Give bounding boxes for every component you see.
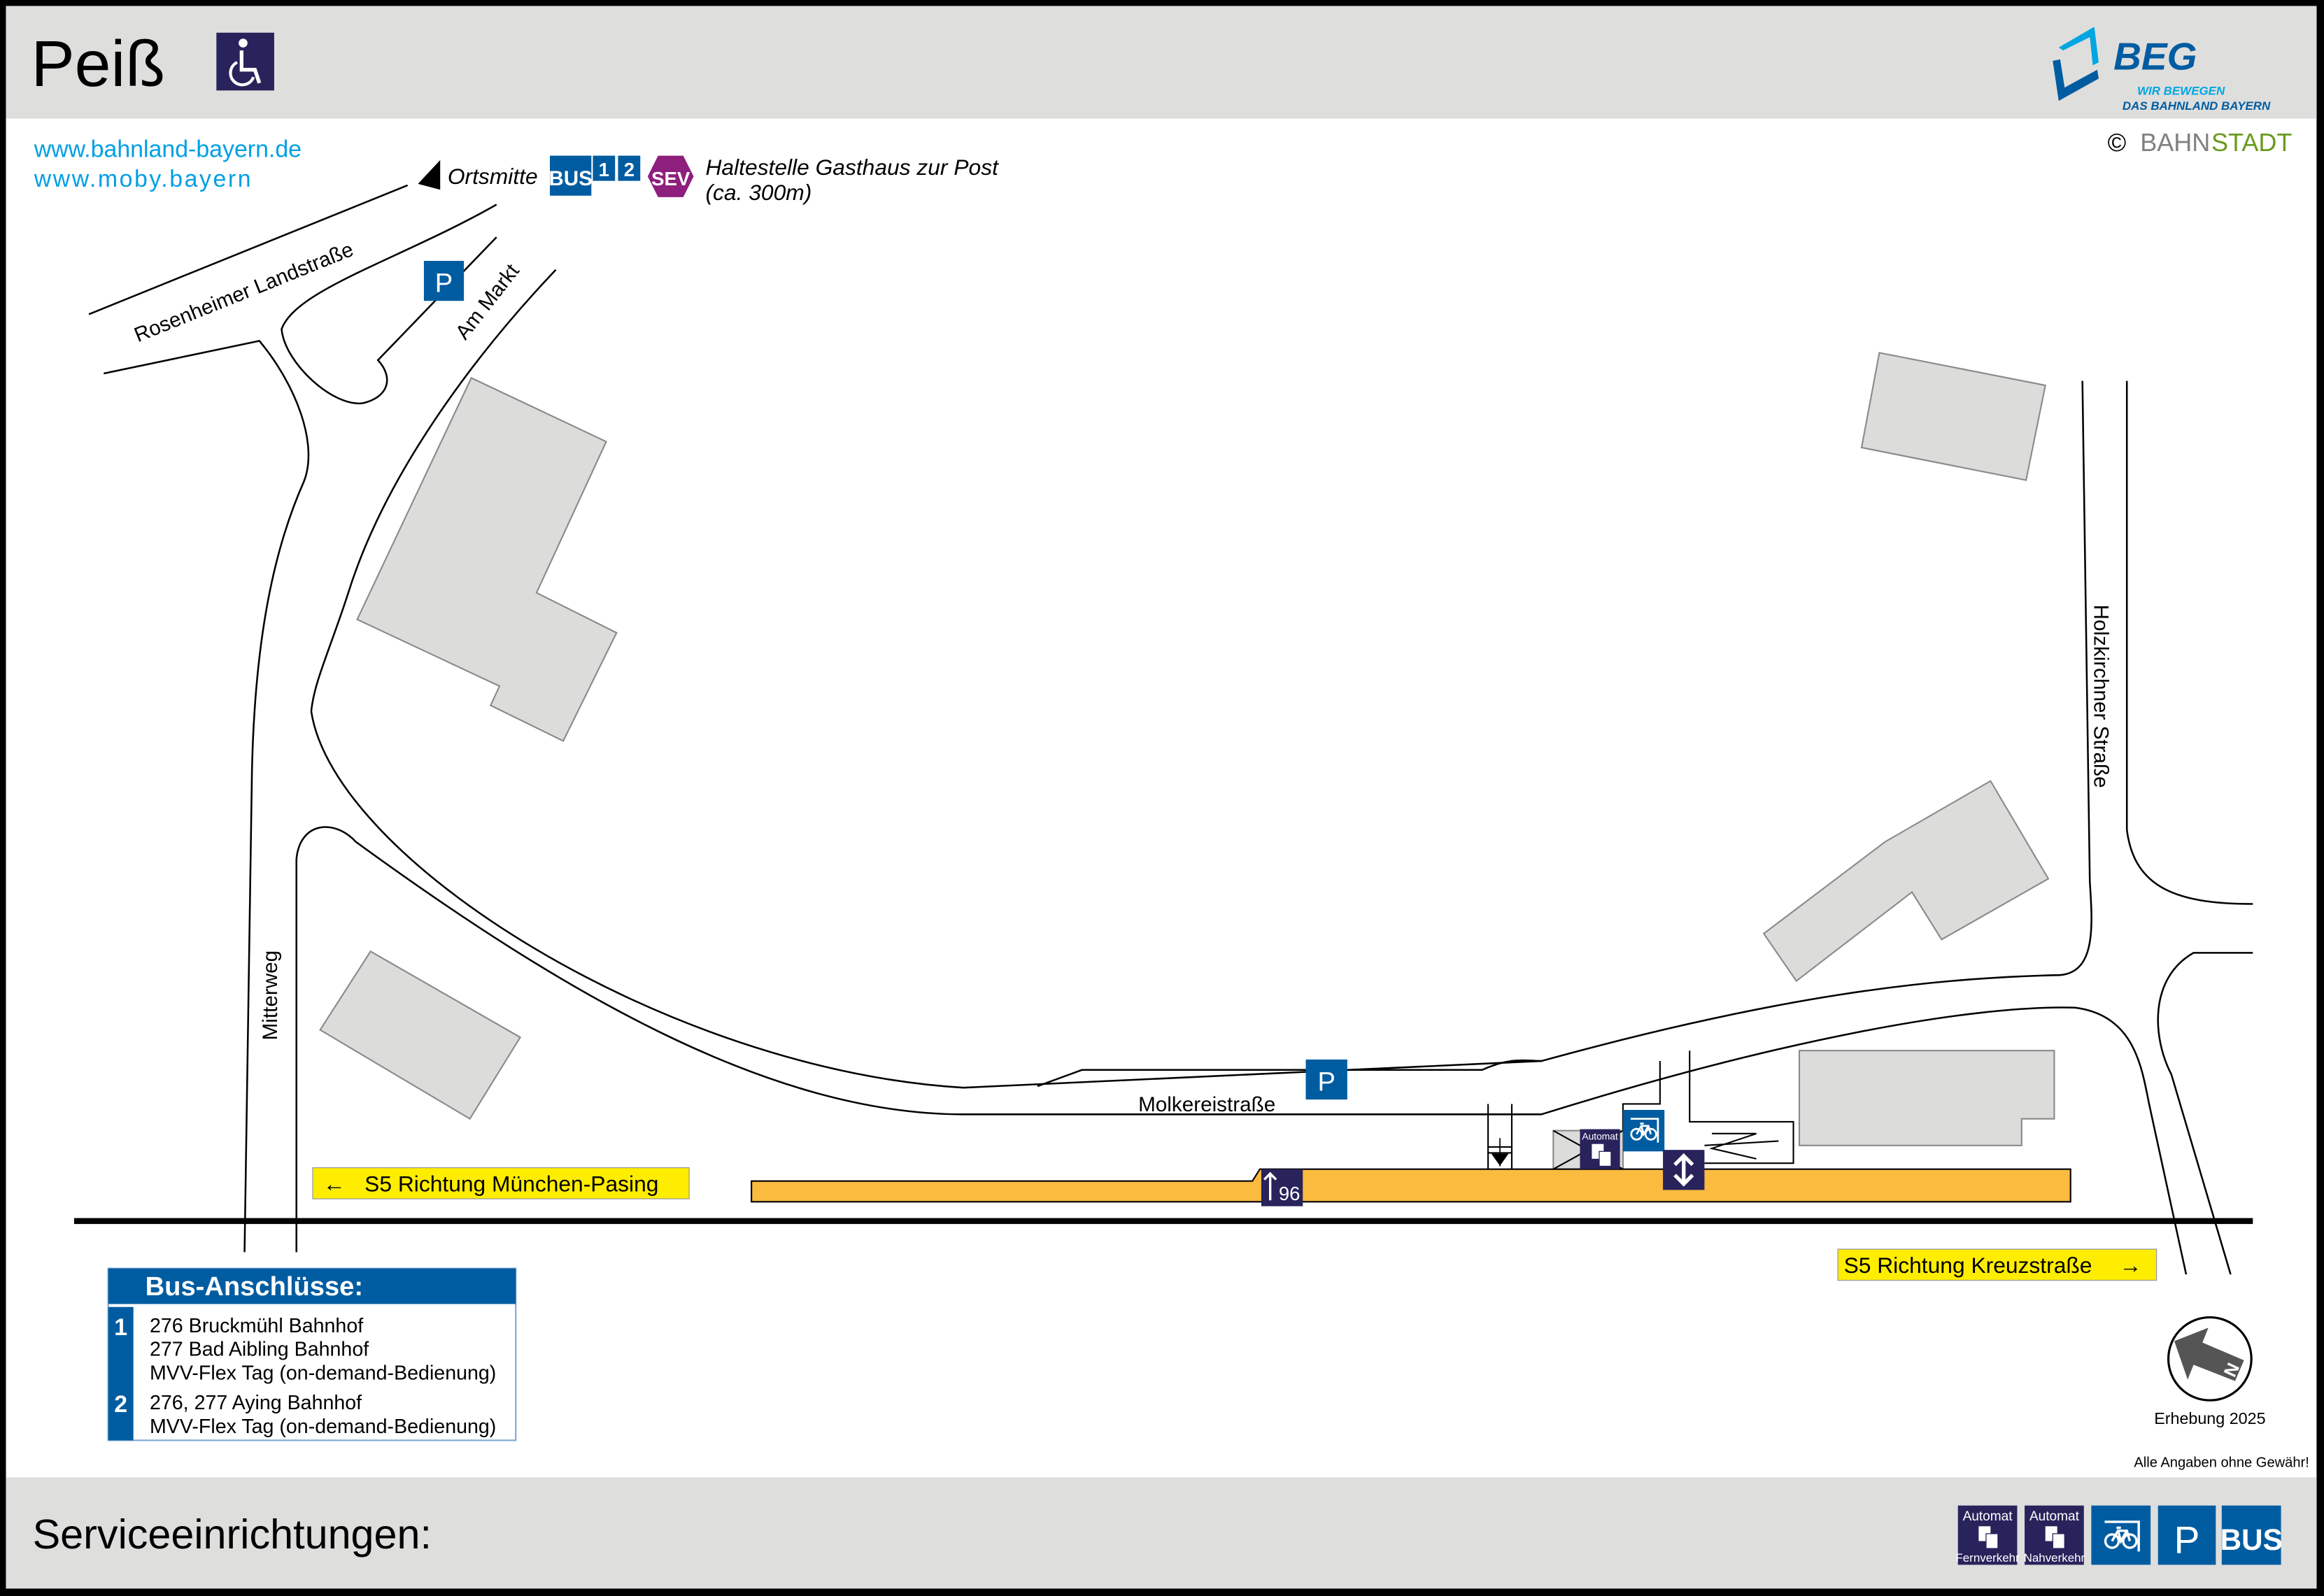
svg-text:→: → — [2120, 1253, 2142, 1278]
svg-text:©: © — [2108, 128, 2127, 157]
survey-year: Erhebung 2025 — [2154, 1409, 2265, 1427]
disclaimer: Alle Angaben ohne Gewähr! — [2134, 1455, 2309, 1471]
bahnstadt-copyright: © BAHN STADT — [2108, 128, 2293, 157]
parking-icon: P — [1305, 1059, 1347, 1100]
bus-stop-name: Haltestelle Gasthaus zur Post — [705, 155, 999, 180]
svg-text:1: 1 — [599, 159, 609, 180]
direction-west: ← S5 Richtung München-Pasing — [312, 1167, 690, 1199]
track-access-icon: 96 — [1261, 1169, 1303, 1206]
building — [1798, 1050, 2055, 1146]
svg-text:WIR BEWEGEN: WIR BEWEGEN — [2137, 85, 2225, 98]
bus-connections-panel: Bus-Anschlüsse: 1 276 Bruckmühl Bahnhof … — [107, 1267, 517, 1441]
svg-text:←: ← — [323, 1171, 346, 1196]
svg-text:BEG: BEG — [2113, 35, 2197, 78]
svg-text:1: 1 — [114, 1314, 127, 1341]
svg-text:SEV: SEV — [651, 168, 690, 190]
svg-text:Fernverkehr: Fernverkehr — [1955, 1551, 2020, 1565]
svg-text:277 Bad Aibling Bahnhof: 277 Bad Aibling Bahnhof — [150, 1339, 369, 1361]
svg-text:2: 2 — [114, 1391, 127, 1418]
svg-text:96: 96 — [1279, 1183, 1301, 1204]
svg-text:2: 2 — [624, 159, 635, 180]
station-title: Peiß — [31, 27, 165, 100]
street-label-molkerei: Molkereistraße — [1138, 1093, 1275, 1116]
svg-text:Automat: Automat — [2029, 1509, 2080, 1524]
elevator-icon — [1663, 1150, 1705, 1190]
wheelchair-icon — [216, 32, 274, 91]
svg-text:S5 Richtung Kreuzstraße: S5 Richtung Kreuzstraße — [1844, 1253, 2092, 1278]
ticket-machine-long-distance-icon: Automat Fernverkehr — [1955, 1505, 2020, 1565]
svg-text:BAHN: BAHN — [2140, 128, 2210, 157]
ticket-machine-regional-icon: Automat Nahverkehr — [2024, 1505, 2085, 1565]
sev-badge: SEV — [647, 155, 694, 197]
parking-icon: P — [2158, 1505, 2216, 1565]
street-label-holzkirchner: Holzkirchner Straße — [2090, 605, 2113, 788]
ticket-machine-icon: Automat — [1580, 1129, 1620, 1169]
building — [1762, 780, 2050, 983]
platform — [751, 1168, 2071, 1203]
svg-text:DAS BAHNLAND BAYERN: DAS BAHNLAND BAYERN — [2123, 99, 2271, 113]
parking-icon: P — [423, 260, 465, 301]
svg-text:BUS: BUS — [548, 167, 593, 190]
bike-parking-icon — [2091, 1505, 2151, 1565]
bus-stop-distance: (ca. 300m) — [705, 180, 812, 205]
footer-title: Serviceeinrichtungen: — [33, 1511, 432, 1558]
svg-text:STADT: STADT — [2211, 128, 2292, 157]
svg-text:Automat: Automat — [1582, 1131, 1617, 1141]
railway-track — [73, 1218, 2253, 1225]
svg-text:Bus-Anschlüsse:: Bus-Anschlüsse: — [146, 1271, 363, 1302]
north-arrow-icon: N — [2167, 1316, 2253, 1402]
link-bahnland-bayern[interactable]: www.bahnland-bayern.de — [34, 136, 302, 163]
svg-text:276, 277 Aying Bahnhof: 276, 277 Aying Bahnhof — [150, 1392, 362, 1414]
svg-text:S5 Richtung München-Pasing: S5 Richtung München-Pasing — [364, 1171, 658, 1196]
bus-line-badge-1: 1 — [593, 155, 616, 181]
building — [356, 376, 618, 742]
bus-badge: BUS — [548, 155, 593, 196]
footer-bar — [6, 1477, 2317, 1589]
svg-text:P: P — [2174, 1518, 2200, 1561]
svg-text:P: P — [435, 268, 453, 298]
svg-text:Automat: Automat — [1963, 1509, 2013, 1524]
svg-text:Nahverkehr: Nahverkehr — [2024, 1551, 2085, 1565]
building — [1860, 352, 2046, 481]
direction-east: S5 Richtung Kreuzstraße → — [1837, 1248, 2158, 1281]
direction-arrow-icon — [418, 159, 441, 190]
svg-text:MVV-Flex Tag (on-demand-Bedien: MVV-Flex Tag (on-demand-Bedienung) — [150, 1362, 496, 1385]
svg-text:P: P — [1317, 1067, 1335, 1097]
beg-logo: BEG WIR BEWEGEN DAS BAHNLAND BAYERN — [2053, 27, 2271, 113]
svg-text:MVV-Flex Tag (on-demand-Bedien: MVV-Flex Tag (on-demand-Bedienung) — [150, 1416, 496, 1438]
svg-text:BUS: BUS — [2220, 1523, 2282, 1556]
header-bar — [6, 6, 2317, 119]
street-label-mitterweg: Mitterweg — [259, 950, 282, 1041]
building — [319, 950, 522, 1120]
link-moby-bayern[interactable]: www.moby.bayern — [34, 166, 253, 192]
svg-text:276 Bruckmühl Bahnhof: 276 Bruckmühl Bahnhof — [150, 1315, 363, 1337]
town-center-label: Ortsmitte — [448, 164, 538, 189]
bus-icon: BUS — [2220, 1505, 2283, 1565]
bus-line-badge-2: 2 — [618, 155, 641, 181]
bike-parking-icon — [1622, 1109, 1665, 1152]
